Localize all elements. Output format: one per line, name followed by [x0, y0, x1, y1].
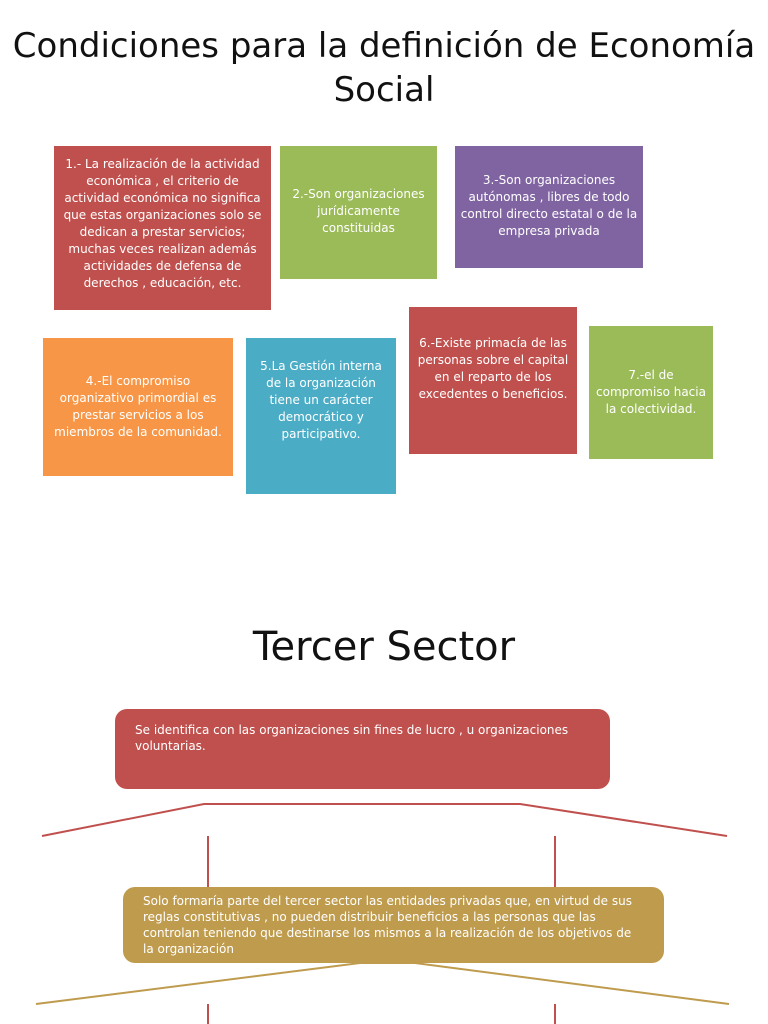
section-title: Tercer Sector	[252, 624, 516, 670]
condition-box-2: 2.-Son organizaciones jurídicamente cons…	[280, 146, 437, 279]
condition-text: 2.-Son organizaciones jurídicamente cons…	[292, 187, 425, 235]
condition-text: 1.- La realización de la actividad econó…	[63, 157, 262, 290]
condition-text: 4.-El compromiso organizativo primordial…	[54, 374, 222, 439]
tercer-sector-box-1: Se identifica con las organizaciones sin…	[115, 709, 610, 789]
condition-box-7: 7.-el de compromiso hacia la colectivida…	[589, 326, 713, 459]
condition-box-3: 3.-Son organizaciones autónomas , libres…	[455, 146, 643, 268]
condition-box-5: 5.La Gestión interna de la organización …	[246, 338, 396, 494]
condition-text: 5.La Gestión interna de la organización …	[260, 359, 382, 441]
bracket-connector-bottom	[35, 962, 730, 1005]
condition-box-1: 1.- La realización de la actividad econó…	[54, 146, 271, 310]
condition-text: 6.-Existe primacía de las personas sobre…	[417, 336, 569, 401]
tercer-sector-text: Se identifica con las organizaciones sin…	[135, 723, 569, 753]
tercer-sector-text: Solo formaría parte del tercer sector la…	[143, 894, 632, 956]
bracket-connector-top	[41, 803, 728, 837]
condition-box-4: 4.-El compromiso organizativo primordial…	[43, 338, 233, 476]
main-title: Condiciones para la definición de Econom…	[12, 26, 756, 110]
condition-text: 3.-Son organizaciones autónomas , libres…	[460, 173, 638, 238]
condition-text: 7.-el de compromiso hacia la colectivida…	[596, 368, 706, 416]
condition-box-6: 6.-Existe primacía de las personas sobre…	[409, 307, 577, 454]
tercer-sector-box-2: Solo formaría parte del tercer sector la…	[123, 887, 664, 963]
